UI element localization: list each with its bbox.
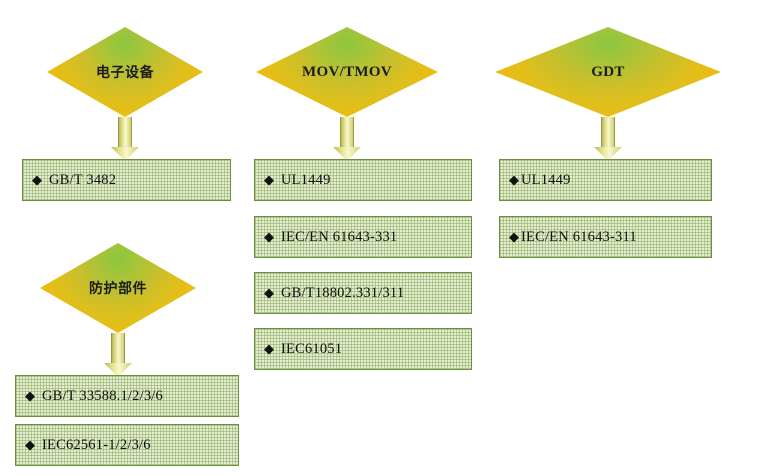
box-label: GB/T18802.331/311 (281, 284, 405, 301)
box-label: UL1449 (281, 171, 331, 188)
bullet-icon: ◆ (264, 172, 274, 188)
node-protection-component-label: 防护部件 (89, 281, 147, 297)
arrow-electronic-equipment (111, 117, 139, 161)
node-mov-tmov-label: MOV/TMOV (302, 63, 392, 80)
node-electronic-equipment-label: 电子设备 (96, 65, 154, 81)
arrow-gdt (594, 117, 622, 161)
box-ul1449-mov[interactable]: ◆ UL1449 (254, 159, 472, 201)
box-label: IEC/EN 61643-331 (281, 228, 398, 245)
node-gdt[interactable]: GDT (495, 27, 721, 117)
box-iec61051[interactable]: ◆ IEC61051 (254, 328, 472, 370)
node-mov-tmov[interactable]: MOV/TMOV (256, 27, 438, 117)
box-gbt-33588[interactable]: ◆ GB/T 33588.1/2/3/6 (15, 375, 239, 417)
box-label: GB/T 3482 (49, 171, 117, 188)
bullet-icon: ◆ (32, 172, 42, 188)
bullet-icon: ◆ (25, 437, 35, 453)
box-label: UL1449 (521, 171, 571, 188)
bullet-icon: ◆ (509, 229, 519, 245)
box-gbt-3482[interactable]: ◆ GB/T 3482 (22, 159, 231, 201)
arrow-protection-component (104, 333, 132, 377)
box-label: IEC62561-1/2/3/6 (42, 436, 151, 453)
bullet-icon: ◆ (264, 229, 274, 245)
bullet-icon: ◆ (509, 172, 519, 188)
box-iec-en-61643-311[interactable]: ◆ IEC/EN 61643-311 (499, 216, 712, 258)
box-label: IEC61051 (281, 340, 343, 357)
box-iec-en-61643-331[interactable]: ◆ IEC/EN 61643-331 (254, 216, 472, 258)
node-protection-component[interactable]: 防护部件 (40, 243, 196, 333)
box-label: GB/T 33588.1/2/3/6 (42, 387, 163, 404)
arrow-mov-tmov (333, 117, 361, 161)
bullet-icon: ◆ (264, 285, 274, 301)
node-electronic-equipment[interactable]: 电子设备 (47, 27, 203, 117)
bullet-icon: ◆ (264, 341, 274, 357)
box-gbt-18802[interactable]: ◆ GB/T18802.331/311 (254, 272, 472, 314)
bullet-icon: ◆ (25, 388, 35, 404)
box-iec62561[interactable]: ◆ IEC62561-1/2/3/6 (15, 424, 239, 466)
box-ul1449-gdt[interactable]: ◆ UL1449 (499, 159, 712, 201)
box-label: IEC/EN 61643-311 (521, 228, 637, 245)
node-gdt-label: GDT (591, 63, 625, 80)
